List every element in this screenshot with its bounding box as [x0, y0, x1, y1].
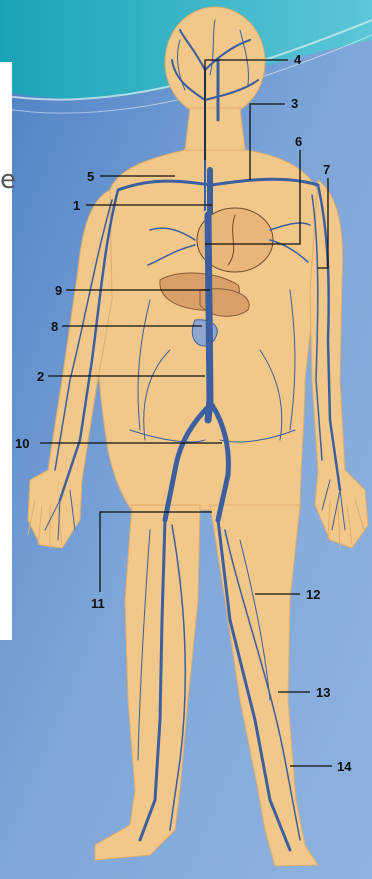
label-5: 5: [87, 169, 94, 184]
label-13: 13: [316, 685, 330, 700]
text-panel: [0, 62, 12, 640]
panel-text: e: [0, 165, 16, 195]
label-7: 7: [323, 162, 330, 177]
label-10: 10: [15, 436, 29, 451]
label-11: 11: [91, 596, 105, 611]
label-4: 4: [294, 52, 302, 67]
label-9: 9: [55, 283, 62, 298]
label-8: 8: [51, 319, 58, 334]
label-6: 6: [295, 134, 302, 149]
label-14: 14: [337, 759, 352, 774]
label-1: 1: [73, 198, 80, 213]
label-12: 12: [306, 587, 320, 602]
label-3: 3: [291, 96, 298, 111]
label-2: 2: [37, 369, 44, 384]
